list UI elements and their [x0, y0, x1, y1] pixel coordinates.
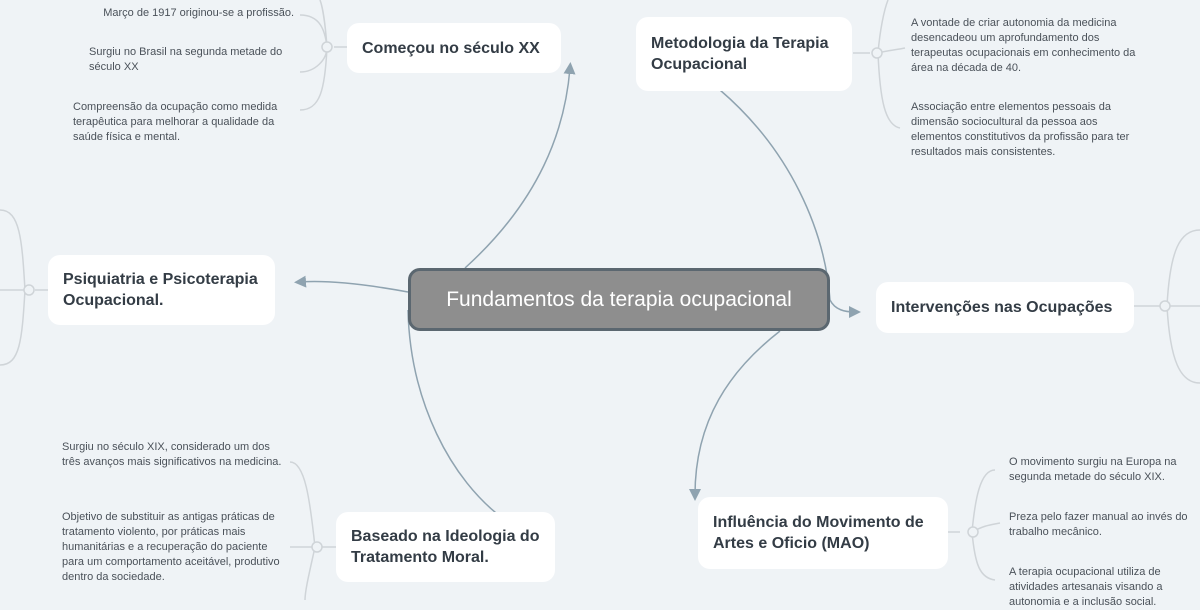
- note[interactable]: Março de 1917 originou-se a profissão.: [103, 7, 294, 19]
- note[interactable]: Objetivo de substituir as antigas prátic…: [62, 511, 280, 583]
- topic-label: Começou no século XX: [362, 39, 540, 57]
- topic-psiquiatria[interactable]: Psiquiatria e Psicoterapia Ocupacional.: [48, 255, 275, 325]
- note[interactable]: Associação entre elementos pessoais da d…: [911, 101, 1130, 158]
- central-topic[interactable]: Fundamentos da terapia ocupacional: [408, 268, 830, 331]
- topic-label: Metodologia da Terapia Ocupacional: [651, 35, 829, 73]
- topic-label: Baseado na Ideologia do Tratamento Moral…: [351, 528, 540, 566]
- connector-seculo: [464, 62, 576, 269]
- topic-comecou-seculo-xx[interactable]: Começou no século XX: [347, 23, 561, 73]
- topic-label: Intervenções nas Ocupações: [891, 299, 1113, 316]
- connector-mao: [689, 330, 781, 501]
- note[interactable]: A vontade de criar autonomia da medicina…: [911, 17, 1136, 74]
- note[interactable]: O movimento surgiu na Europa na segunda …: [1009, 456, 1177, 483]
- connector-moral: [407, 309, 506, 521]
- topic-intervencoes[interactable]: Intervenções nas Ocupações: [876, 282, 1134, 333]
- note[interactable]: Compreensão da ocupação como medida tera…: [73, 101, 278, 143]
- topic-metodologia[interactable]: Metodologia da Terapia Ocupacional: [636, 17, 852, 91]
- topic-label: Psiquiatria e Psicoterapia Ocupacional.: [63, 271, 258, 309]
- connector-metodologia: [719, 89, 861, 318]
- topic-tratamento-moral[interactable]: Baseado na Ideologia do Tratamento Moral…: [336, 512, 555, 582]
- note[interactable]: Surgiu no século XIX, considerado um dos…: [62, 441, 282, 468]
- topic-mao[interactable]: Influência do Movimento de Artes e Ofici…: [698, 497, 948, 569]
- topic-label: Influência do Movimento de Artes e Ofici…: [713, 514, 924, 552]
- note[interactable]: A terapia ocupacional utiliza de ativida…: [1009, 566, 1163, 608]
- note[interactable]: Surgiu no Brasil na segunda metade do sé…: [89, 46, 283, 73]
- central-topic-label: Fundamentos da terapia ocupacional: [446, 287, 792, 311]
- connector-psiquiatria: [294, 275, 409, 293]
- note[interactable]: Preza pelo fazer manual ao invés do trab…: [1009, 511, 1188, 538]
